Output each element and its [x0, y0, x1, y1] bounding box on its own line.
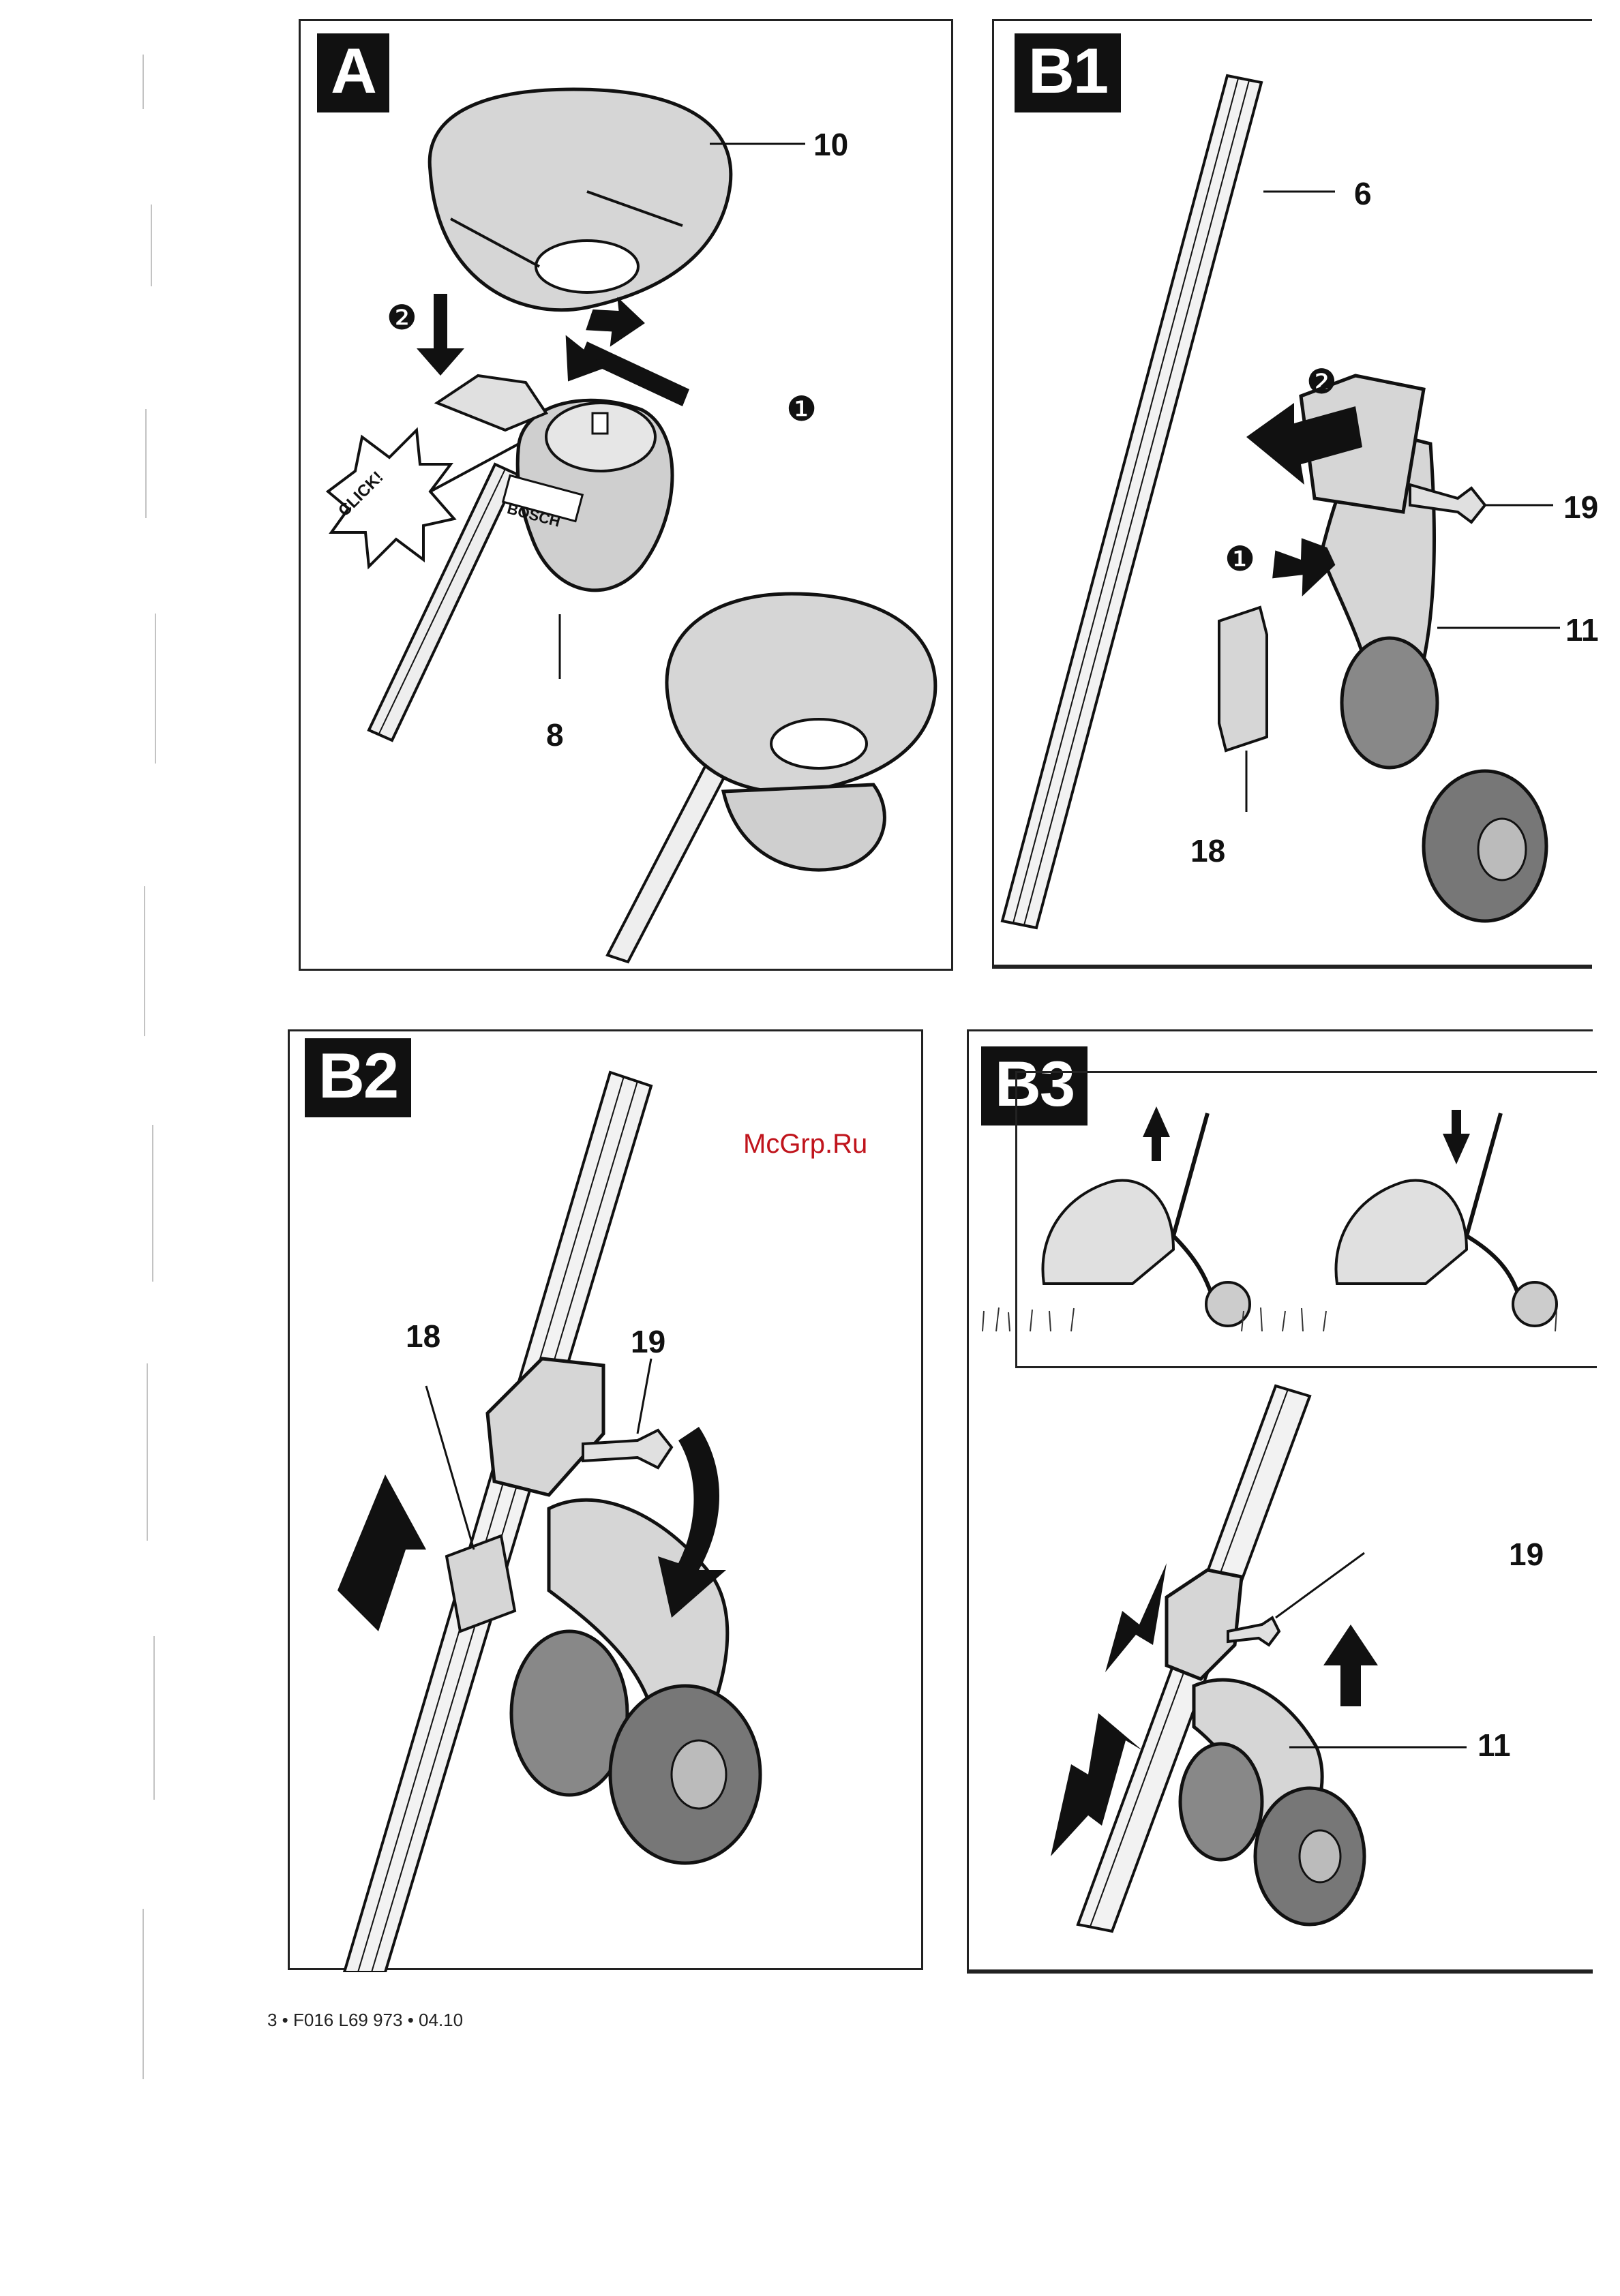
panel-a: A 10 8 ❷ ❶ CLICK! BOSCH [299, 19, 953, 971]
panel-b3-illustration [969, 1031, 1595, 1974]
step-2-marker: ❷ [387, 298, 417, 337]
callout-6: 6 [1354, 175, 1372, 212]
footer-doc-code: 3 • F016 L69 973 • 04.10 [267, 2010, 463, 2031]
panel-b1-bottom-rule [992, 967, 1592, 969]
step-1-marker: ❶ [1225, 539, 1255, 579]
callout-19: 19 [1563, 489, 1598, 526]
callout-11: 11 [1565, 611, 1599, 648]
panel-b3: B3 [967, 1029, 1593, 1972]
panel-b2-illustration [290, 1031, 925, 1972]
callout-19: 19 [1509, 1536, 1544, 1573]
panel-b3-bottom-rule [967, 1972, 1593, 1974]
callout-18: 18 [406, 1318, 440, 1355]
callout-11: 11 [1478, 1727, 1511, 1764]
panel-a-tag: A [317, 33, 389, 112]
callout-8: 8 [546, 716, 564, 753]
callout-19: 19 [631, 1323, 665, 1360]
panel-b2: B2 18 19 [288, 1029, 923, 1970]
callout-18: 18 [1190, 832, 1225, 869]
panel-b1-illustration [994, 21, 1594, 969]
panel-a-illustration [301, 21, 955, 973]
panel-b2-tag: B2 [305, 1038, 411, 1117]
step-1-marker: ❶ [786, 389, 817, 429]
scan-edge-noise [136, 0, 177, 2296]
panel-b1: B1 6 19 11 18 ❷ ❶ [992, 19, 1592, 967]
watermark: McGrp.Ru [743, 1129, 867, 1160]
step-2-marker: ❷ [1306, 362, 1337, 402]
panel-b1-tag: B1 [1015, 33, 1121, 112]
callout-10: 10 [813, 126, 848, 163]
